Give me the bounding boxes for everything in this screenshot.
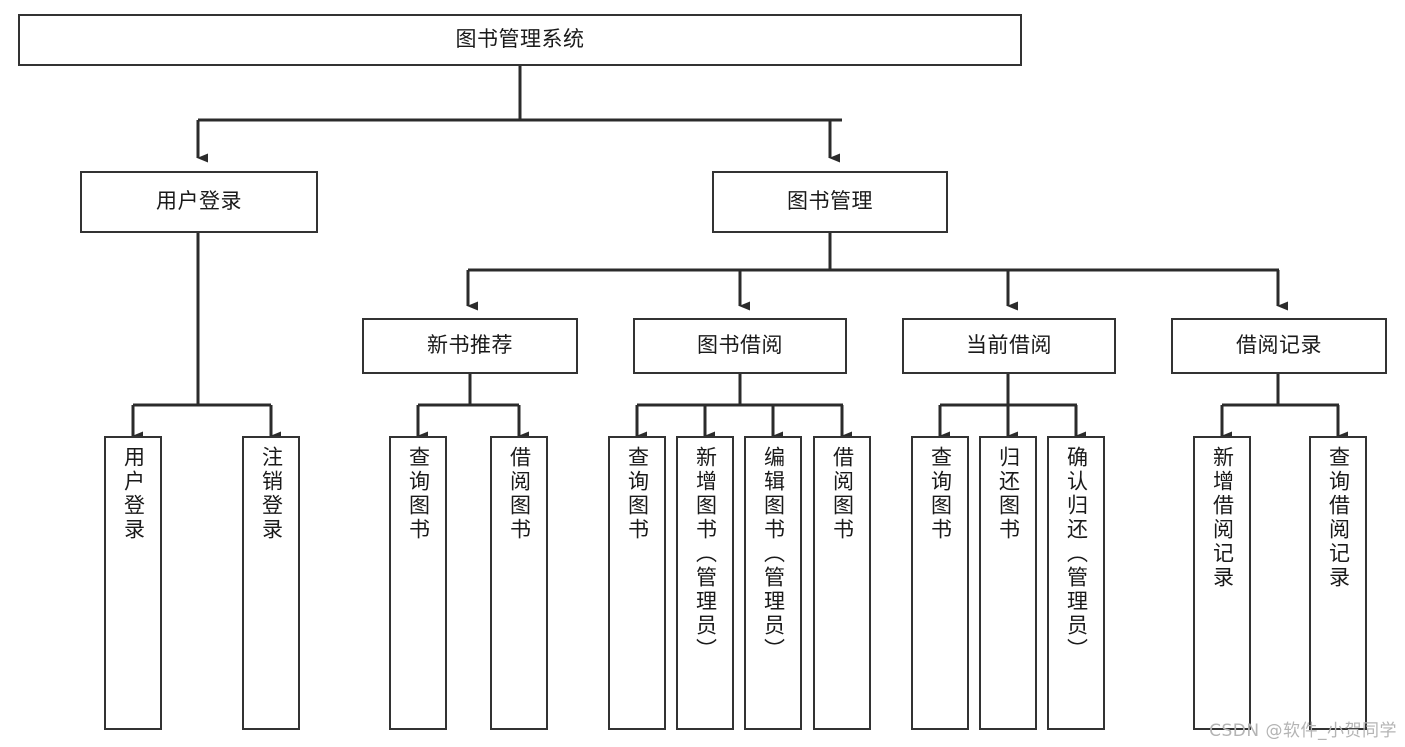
node-label: 借阅记录 [1236,333,1322,358]
node-new-book-recommend[interactable]: 新书推荐 [362,318,578,374]
node-label: 借阅图书 [507,446,532,542]
edges-bookborrow-to-leaves [635,374,852,441]
leaf-newbook-borrow-books[interactable]: 借阅图书 [490,436,548,730]
leaf-bookborrow-query-books[interactable]: 查询图书 [608,436,666,730]
node-label: 新书推荐 [427,333,513,358]
edges-newbook-to-leaves [416,374,529,441]
node-label: 图书借阅 [697,333,783,358]
edges-borrowrecords-to-leaves [1220,374,1348,441]
node-label: 借阅图书 [830,446,855,542]
node-book-management[interactable]: 图书管理 [712,171,948,233]
edges-booksmgmt-to-level3 [466,233,1288,311]
node-label: 查询图书 [928,446,953,542]
node-label: 新增借阅记录 [1210,446,1235,590]
node-label: 图书管理 [787,189,873,214]
node-label: 图书管理系统 [455,27,585,52]
leaf-newbook-query-books[interactable]: 查询图书 [389,436,447,730]
edges-currentborrow-to-leaves [938,374,1086,441]
node-label: 用户登录 [156,189,242,214]
node-label: 当前借阅 [966,333,1052,358]
node-user-login[interactable]: 用户登录 [80,171,318,233]
node-label: 注销登录 [259,446,284,542]
leaf-borrowrecords-add-record[interactable]: 新增借阅记录 [1193,436,1251,730]
leaf-user-login-logout[interactable]: 注销登录 [242,436,300,730]
leaf-currentborrow-query-books[interactable]: 查询图书 [911,436,969,730]
edges-userlogin-to-leaves [131,233,281,441]
node-label: 编辑图书（管理员） [761,446,786,662]
node-label: 用户登录 [121,446,146,542]
node-label: 查询借阅记录 [1326,446,1351,590]
node-root-book-management-system[interactable]: 图书管理系统 [18,14,1022,66]
node-label: 新增图书（管理员） [693,446,718,662]
node-borrow-records[interactable]: 借阅记录 [1171,318,1387,374]
node-label: 查询图书 [625,446,650,542]
leaf-bookborrow-borrow-books[interactable]: 借阅图书 [813,436,871,730]
leaf-bookborrow-add-book-admin[interactable]: 新增图书（管理员） [676,436,734,730]
node-current-borrow[interactable]: 当前借阅 [902,318,1116,374]
node-book-borrow[interactable]: 图书借阅 [633,318,847,374]
edges-root-to-level2 [196,66,842,163]
node-label: 确认归还（管理员） [1064,446,1089,662]
leaf-bookborrow-edit-book-admin[interactable]: 编辑图书（管理员） [744,436,802,730]
node-label: 归还图书 [996,446,1021,542]
node-label: 查询图书 [406,446,431,542]
leaf-currentborrow-return-books[interactable]: 归还图书 [979,436,1037,730]
leaf-borrowrecords-query-record[interactable]: 查询借阅记录 [1309,436,1367,730]
leaf-user-login-login[interactable]: 用户登录 [104,436,162,730]
leaf-currentborrow-confirm-return-admin[interactable]: 确认归还（管理员） [1047,436,1105,730]
